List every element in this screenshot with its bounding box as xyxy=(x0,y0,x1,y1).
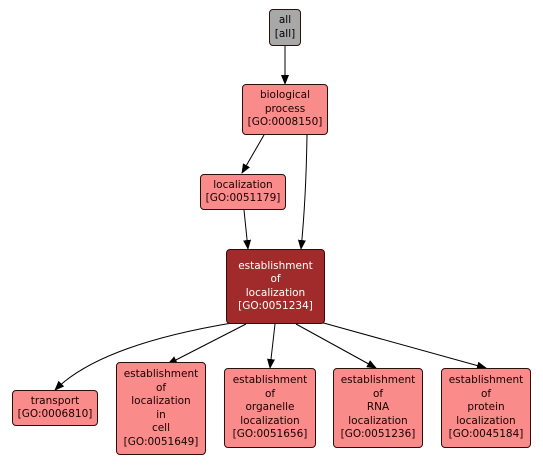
node-localization-in-cell-label-2: of xyxy=(155,381,167,394)
node-rna-localization-label-1: establishment xyxy=(340,374,416,387)
node-biological-process-label-3: [GO:0008150] xyxy=(247,116,323,129)
node-organelle-localization-label-3: organelle xyxy=(245,401,295,414)
node-rna-localization-label-4: localization xyxy=(348,414,408,427)
node-establishment-of-localization-label-4: [GO:0051234] xyxy=(238,300,313,312)
node-protein-localization-label-5: [GO:0045184] xyxy=(448,428,524,441)
node-establishment-of-localization-label-2: of xyxy=(270,273,281,285)
node-establishment-of-localization[interactable]: establishment of localization [GO:005123… xyxy=(226,249,325,324)
node-establishment-of-localization-label-3: localization xyxy=(245,286,306,299)
node-rna-localization-label-2: of xyxy=(372,387,384,400)
node-rna-localization-label-3: RNA xyxy=(366,401,390,414)
node-localization-in-cell-label-1: establishment xyxy=(123,368,199,380)
node-biological-process[interactable]: biological process [GO:0008150] xyxy=(242,84,328,135)
edge-establishment-to-protein-localization xyxy=(319,321,487,370)
edge-establishment-to-localization-in-cell xyxy=(167,323,247,365)
node-localization-in-cell-label-3: localization xyxy=(131,395,191,407)
edge-establishment-to-rna-localization xyxy=(295,323,377,369)
node-localization-in-cell-label-5: cell xyxy=(151,422,171,434)
node-protein-localization-label-2: of xyxy=(480,387,492,400)
node-organelle-localization-label-2: of xyxy=(264,387,276,400)
node-localization-in-cell-label-4: in xyxy=(156,408,166,421)
node-all[interactable]: all [all] xyxy=(269,9,301,46)
node-transport[interactable]: transport [GO:0006810] xyxy=(12,390,98,426)
node-transport-label-1: transport xyxy=(30,394,80,407)
node-establishment-of-protein-localization[interactable]: establishment of protein localization [G… xyxy=(441,368,531,448)
node-protein-localization-label-1: establishment xyxy=(448,374,524,387)
node-protein-localization-label-3: protein xyxy=(467,401,505,414)
node-establishment-of-rna-localization[interactable]: establishment of RNA localization [GO:00… xyxy=(333,368,423,448)
node-organelle-localization-label-1: establishment xyxy=(232,374,308,387)
node-all-label-2: [all] xyxy=(274,27,296,40)
node-localization-label-2: [GO:0051179] xyxy=(205,192,281,204)
node-biological-process-label-2: process xyxy=(264,102,306,115)
node-localization-in-cell-label-6: [GO:0051649] xyxy=(123,435,199,448)
node-organelle-localization-label-5: [GO:0051656] xyxy=(232,428,308,441)
node-establishment-of-localization-label-1: establishment xyxy=(238,259,313,272)
node-all-label-1: all xyxy=(278,14,292,26)
node-localization[interactable]: localization [GO:0051179] xyxy=(200,174,286,210)
edge-biological-process-to-localization xyxy=(241,134,265,174)
node-establishment-of-organelle-localization[interactable]: establishment of organelle localization … xyxy=(224,368,316,448)
node-localization-label-1: localization xyxy=(213,178,273,191)
edge-localization-to-establishment-of-localization xyxy=(243,209,252,250)
edge-establishment-to-organelle-localization xyxy=(267,323,276,369)
node-biological-process-label-1: biological xyxy=(259,89,311,102)
node-protein-localization-label-4: localization xyxy=(456,414,516,427)
node-transport-label-2: [GO:0006810] xyxy=(17,408,93,420)
edge-biological-process-to-establishment-of-localization xyxy=(297,134,308,250)
node-rna-localization-label-5: [GO:0051236] xyxy=(340,428,416,441)
node-establishment-of-localization-in-cell[interactable]: establishment of localization in cell [G… xyxy=(116,362,206,455)
node-organelle-localization-label-4: localization xyxy=(240,414,300,427)
edge-establishment-to-transport xyxy=(54,322,233,391)
